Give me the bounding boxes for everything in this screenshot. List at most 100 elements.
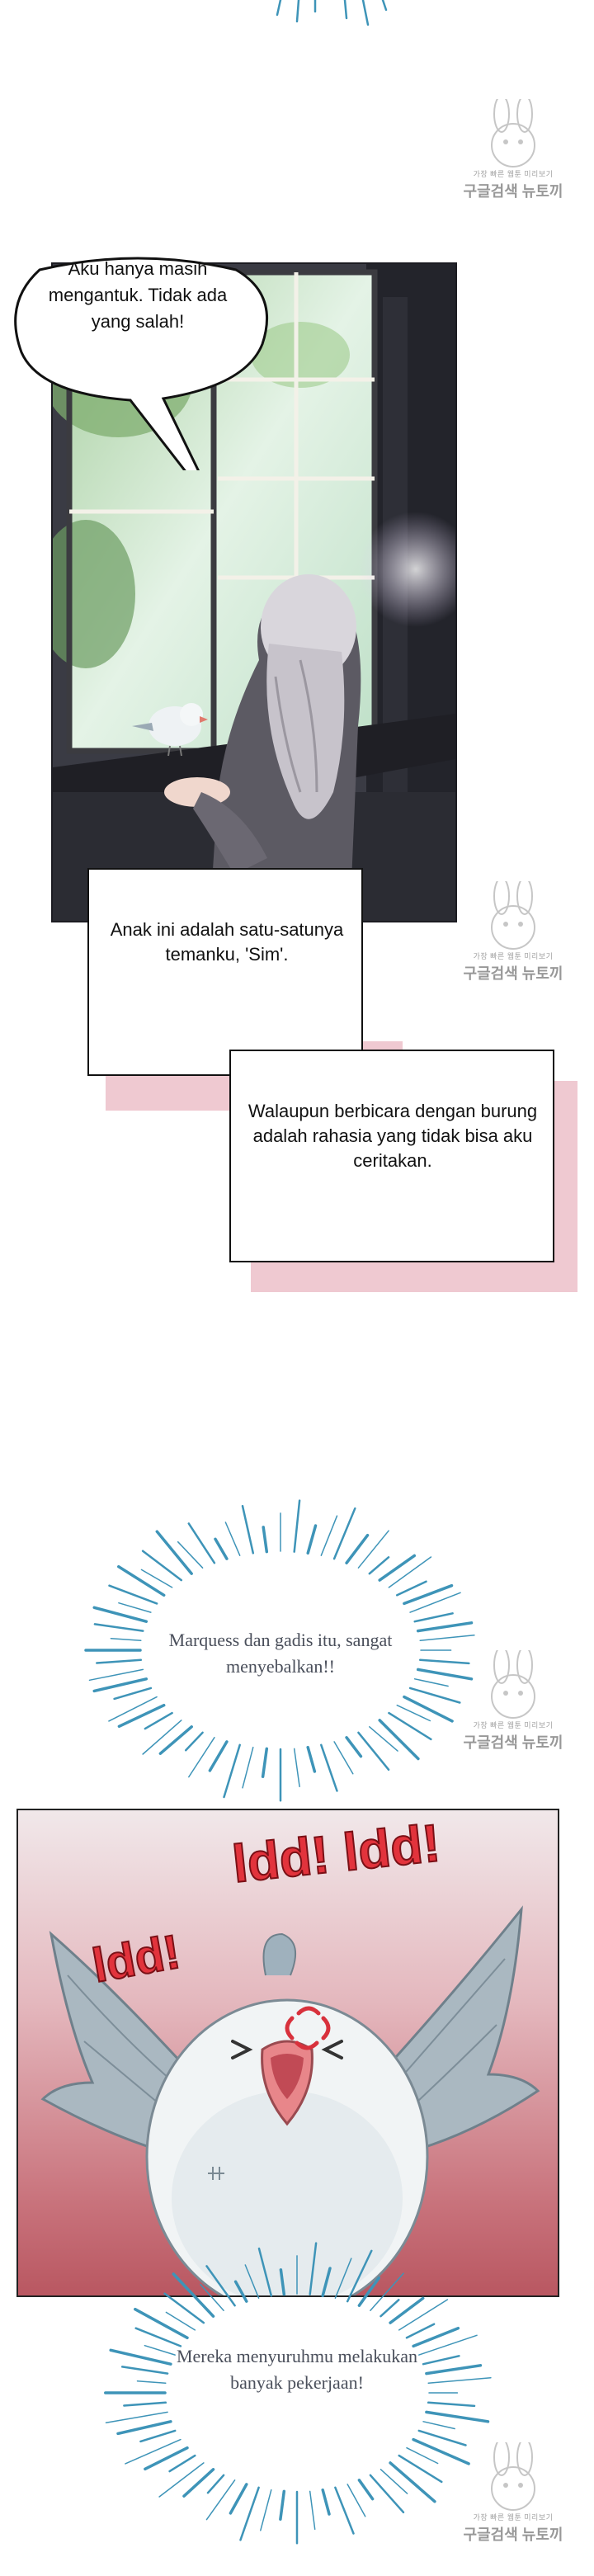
panel-window-scene xyxy=(51,262,457,922)
watermark-small-text: 가장 빠른 웹툰 미리보기 xyxy=(473,1721,554,1729)
burst-line xyxy=(182,2468,215,2498)
burst-line xyxy=(108,1696,158,1722)
watermark: 가장 빠른 웹툰 미리보기 구글검색 뉴토끼 xyxy=(455,95,571,206)
watermark-small-text: 가장 빠른 웹툰 미리보기 xyxy=(473,2513,554,2522)
burst-line xyxy=(357,2276,381,2307)
burst-line xyxy=(346,2484,366,2517)
watermark-small-text: 가장 빠른 웹툰 미리보기 xyxy=(473,170,554,178)
burst-line xyxy=(321,2267,332,2298)
burst-line xyxy=(88,1668,144,1682)
burst-line xyxy=(309,2490,316,2531)
narration-box: Walaupun berbicara dengan burung adalah … xyxy=(229,1050,554,1262)
burst-line xyxy=(120,2366,169,2375)
watermark: 가장 빠른 웹툰 미리보기 구글검색 뉴토끼 xyxy=(455,1646,571,1757)
burst-line xyxy=(425,2364,483,2375)
speech-bubble xyxy=(14,257,269,470)
burst-line xyxy=(113,1687,153,1701)
burst-line xyxy=(188,1737,215,1778)
bird-sim xyxy=(132,703,208,757)
burst-line xyxy=(184,1731,204,1752)
watermark-big-text: 구글검색 뉴토끼 xyxy=(463,965,563,982)
thought-text: Marquess dan gadis itu, sangat menyebalk… xyxy=(168,1630,393,1677)
watermark-small-text: 가장 빠른 웹툰 미리보기 xyxy=(473,952,554,960)
burst-line xyxy=(417,2429,467,2446)
thought-burst: Mereka menyuruhmu melakukan banyak peker… xyxy=(99,2228,495,2558)
burst-line xyxy=(418,1658,470,1665)
burst-line xyxy=(105,2411,168,2424)
burst-line xyxy=(380,2299,400,2318)
burst-line xyxy=(187,1522,216,1564)
burst-line xyxy=(403,1695,454,1723)
burst-line xyxy=(427,2376,492,2384)
burst-line xyxy=(388,1711,432,1741)
burst-line xyxy=(369,2474,405,2514)
narration-text: Anak ini adalah satu-satunya temanku, 'S… xyxy=(110,919,344,965)
watermark-big-text: 구글검색 뉴토끼 xyxy=(463,183,563,200)
burst-line xyxy=(279,2489,286,2521)
burst-line xyxy=(378,1554,417,1582)
burst-line xyxy=(357,1731,390,1772)
burst-line xyxy=(405,2323,436,2339)
girl-figure xyxy=(164,574,361,921)
burst-line xyxy=(158,1725,193,1755)
burst-line xyxy=(425,2410,490,2423)
burst-line xyxy=(334,2486,355,2535)
watermark: 가장 빠른 웹툰 미리보기 구글검색 뉴토끼 xyxy=(455,2438,571,2550)
watermark-big-text: 구글검색 뉴토끼 xyxy=(463,2526,563,2543)
narration-box: Anak ini adalah satu-satunya temanku, 'S… xyxy=(87,868,363,1076)
burst-line xyxy=(378,1719,420,1761)
burst-line xyxy=(96,1658,143,1664)
narration-text: Walaupun berbicara dengan burung adalah … xyxy=(248,1101,538,1171)
burst-line xyxy=(334,2258,352,2299)
burst-line xyxy=(223,1743,241,1799)
burst-line xyxy=(261,1747,269,1778)
burst-line xyxy=(408,1687,461,1704)
burst-line xyxy=(309,2242,318,2295)
burst-line xyxy=(134,2307,189,2340)
bunny-logo-icon xyxy=(491,95,535,167)
burst-line xyxy=(117,1564,166,1597)
burst-line xyxy=(144,2446,189,2471)
burst-line xyxy=(172,2272,215,2318)
panel-angry-bird: ldd! ldd! ldd! xyxy=(16,1809,559,2297)
burst-line xyxy=(320,1515,338,1556)
burst-line xyxy=(108,1584,158,1605)
thought-text: Mereka menyuruhmu melakukan banyak peker… xyxy=(176,2346,417,2393)
burst-line xyxy=(155,1530,193,1575)
burst-line xyxy=(117,1703,166,1729)
burst-line xyxy=(398,2299,449,2331)
sfx-top: ldd! ldd! xyxy=(229,1813,442,1894)
burst-line xyxy=(262,1526,269,1554)
burst-line xyxy=(206,2474,225,2494)
burst-line xyxy=(134,2327,182,2347)
burst-line xyxy=(406,2446,439,2465)
burst-line xyxy=(200,2283,224,2311)
speech-text: Aku hanya masih mengantuk. Tidak ada yan… xyxy=(48,258,228,332)
burst-line xyxy=(233,2280,248,2303)
bunny-logo-icon xyxy=(491,1646,535,1719)
burst-line xyxy=(321,2488,331,2516)
burst-line xyxy=(93,1623,144,1632)
burst-line xyxy=(242,1746,254,1789)
burst-line xyxy=(427,2401,476,2408)
burst-line xyxy=(413,1678,449,1687)
burst-line xyxy=(140,1569,173,1588)
burst-line xyxy=(123,2401,167,2407)
burst-line xyxy=(214,1537,229,1560)
burst-line xyxy=(224,1522,241,1556)
burst-line xyxy=(168,2454,196,2473)
burst-line xyxy=(388,1556,432,1588)
burst-line xyxy=(422,2355,460,2366)
burst-line xyxy=(333,1741,354,1775)
burst-line xyxy=(92,1606,148,1623)
burst-line xyxy=(357,1530,389,1569)
bunny-logo-icon xyxy=(491,877,535,950)
top-burst-lines xyxy=(276,0,388,26)
watermark: 가장 빠른 웹툰 미리보기 구글검색 뉴토끼 xyxy=(455,877,571,988)
anger-mark-icon xyxy=(285,2006,331,2050)
burst-line xyxy=(142,1720,182,1755)
burst-line xyxy=(403,1583,454,1606)
thought-burst: Marquess dan gadis itu, sangat menyebalk… xyxy=(82,1493,478,1807)
burst-line xyxy=(177,1540,204,1569)
burst-line xyxy=(412,2326,460,2348)
